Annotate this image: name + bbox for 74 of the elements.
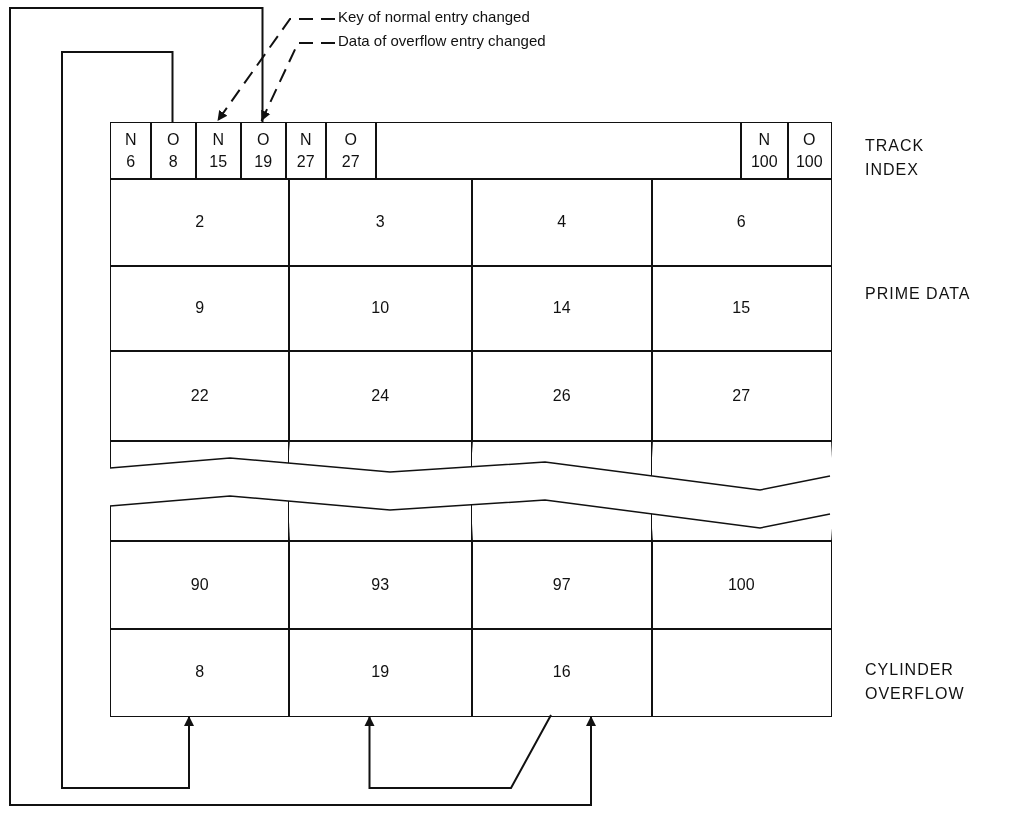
note-text: Data of overflow entry changed [338, 32, 546, 49]
record-cell [288, 628, 473, 717]
cell-value: 8 [195, 662, 205, 683]
band-label: TRACK INDEX [865, 136, 926, 180]
index-entry-cell [150, 122, 197, 180]
dashed-arrow [216, 18, 336, 122]
cell-value: 19 [254, 151, 273, 172]
empty-cell [375, 122, 742, 180]
record-cell [471, 540, 653, 630]
cell-value: 26 [552, 385, 571, 406]
record-cell [471, 265, 653, 352]
cell-value: 90 [190, 574, 209, 595]
cell-value: O [167, 129, 180, 150]
cell-value: 22 [190, 385, 209, 406]
record-cell [288, 350, 473, 442]
cell-value: 14 [552, 298, 571, 319]
index-entry-cell [110, 122, 152, 180]
cell-value: 27 [732, 385, 751, 406]
cell-value: 97 [552, 574, 571, 595]
cell-value: 4 [557, 212, 567, 233]
index-entry-cell [240, 122, 287, 180]
dashed-arrow [260, 42, 336, 122]
cell-value: N [212, 129, 225, 150]
record-cell [651, 265, 832, 352]
arrow [364, 714, 552, 789]
cell-value: N [299, 129, 312, 150]
cell-value: 15 [209, 151, 228, 172]
record-cell [471, 350, 653, 442]
index-entry-cell [325, 122, 377, 180]
cell-value: N [124, 129, 137, 150]
index-entry-cell [740, 122, 789, 180]
index-entry-cell [195, 122, 242, 180]
record-cell [471, 628, 653, 717]
record-cell [651, 350, 832, 442]
cell-value: 100 [727, 574, 755, 595]
cell-value: 19 [371, 662, 390, 683]
cell-value: 100 [750, 151, 778, 172]
record-cell [110, 178, 290, 267]
cell-value: 2 [195, 212, 205, 233]
cell-value: O [803, 129, 816, 150]
cell-value: O [344, 129, 357, 150]
band-label: CYLINDER OVERFLOW [865, 660, 966, 704]
record-cell [288, 265, 473, 352]
record-cell [110, 350, 290, 442]
record-cell [288, 540, 473, 630]
cell-value: 9 [195, 298, 205, 319]
arrow [9, 7, 596, 806]
cell-value: 8 [168, 151, 178, 172]
record-cell [288, 178, 473, 267]
arrow [61, 51, 194, 789]
cell-value: O [257, 129, 270, 150]
record-cell [471, 178, 653, 267]
cell-value: 6 [126, 151, 136, 172]
record-cell [110, 265, 290, 352]
record-cell [110, 628, 290, 717]
cell-value: 93 [371, 574, 390, 595]
empty-cell [651, 628, 832, 717]
record-cell [651, 540, 832, 630]
record-cell [651, 178, 832, 267]
cell-value: 3 [375, 212, 385, 233]
cell-value: 100 [795, 151, 823, 172]
cell-value: 24 [371, 385, 390, 406]
cell-value: 10 [371, 298, 390, 319]
record-cell [110, 540, 290, 630]
cell-value: 15 [732, 298, 751, 319]
cell-value: 27 [296, 151, 315, 172]
index-entry-cell [285, 122, 327, 180]
note-text: Key of normal entry changed [338, 8, 530, 25]
cell-value: 16 [552, 662, 571, 683]
cell-value: 27 [341, 151, 360, 172]
index-entry-cell [787, 122, 832, 180]
cell-value: N [758, 129, 771, 150]
cell-value: 6 [736, 212, 746, 233]
band-label: PRIME DATA [865, 284, 972, 304]
